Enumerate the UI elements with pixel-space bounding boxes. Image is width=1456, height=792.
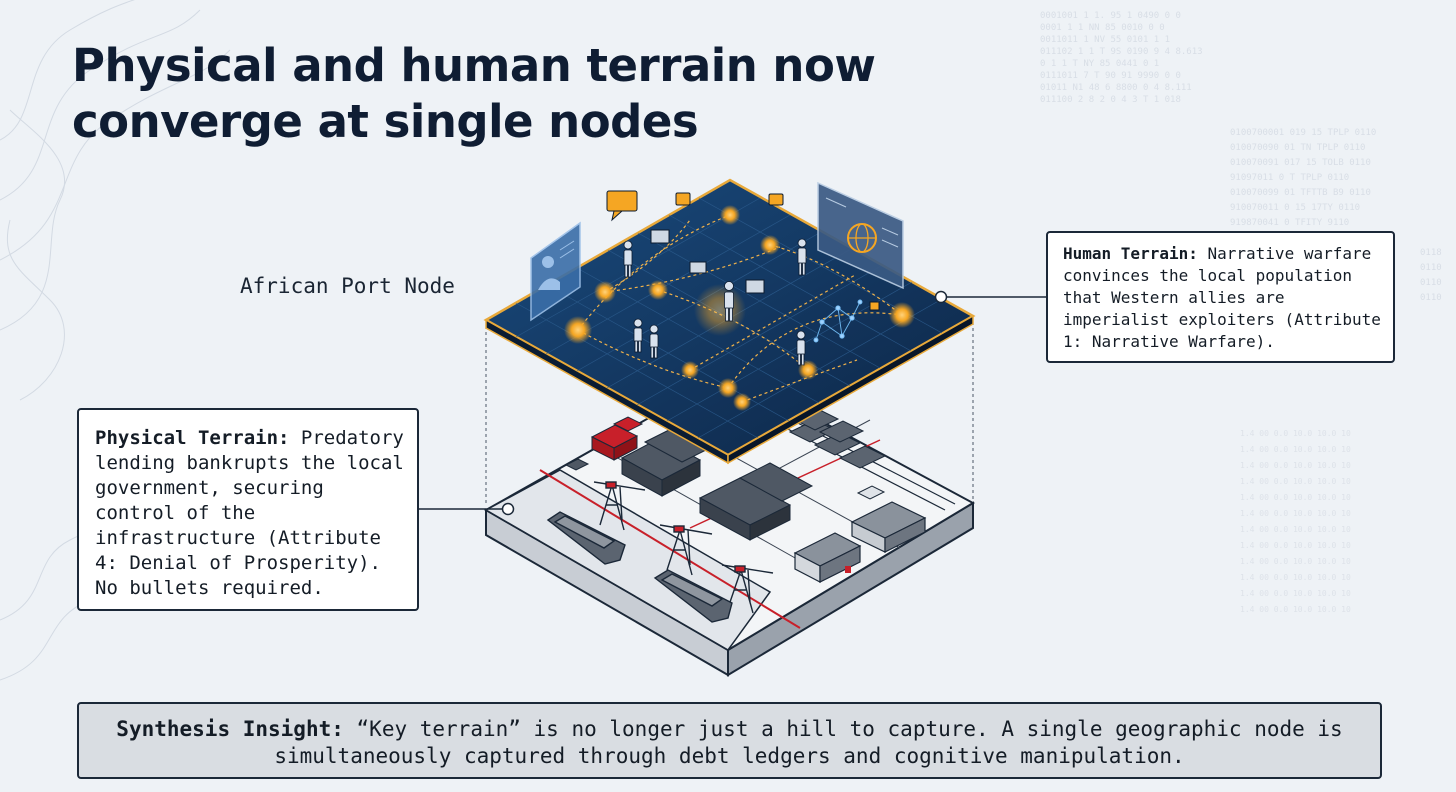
- svg-text:0011011 1 NV 55 0101 1: 0011011 1 NV 55 0101 1 1: [1040, 35, 1170, 45]
- synthesis-lead: Synthesis Insight:: [116, 717, 344, 741]
- speech-bubble-icon: [606, 190, 880, 311]
- port-base: [483, 370, 976, 677]
- svg-text:0118: 0118: [1420, 248, 1442, 258]
- callout-connectors: [419, 296, 1046, 510]
- synthesis-body: “Key terrain” is no longer just a hill t…: [274, 717, 1343, 768]
- svg-text:0110: 0110: [1420, 263, 1442, 273]
- svg-text:1.4 00 0.0 10.0 10.0 10: 1.4 00 0.0 10.0 10.0 10: [1240, 557, 1351, 566]
- human-terrain-callout: Human Terrain: Narrative warfare convinc…: [1046, 231, 1395, 363]
- svg-text:0110: 0110: [1420, 278, 1442, 288]
- svg-text:1.4 00 0.0 10.0 10.0 10: 1.4 00 0.0 10.0 10.0 10: [1240, 605, 1351, 614]
- svg-text:0110: 0110: [1420, 293, 1442, 303]
- warehouse-icon: [793, 501, 927, 583]
- svg-text:01011 N1 48 6 8800 0 4 8: 01011 N1 48 6 8800 0 4 8.111: [1040, 83, 1192, 93]
- glow-nodes: [564, 205, 915, 411]
- svg-text:919870041 0 TFITY 9110: 919870041 0 TFITY 9110: [1230, 218, 1349, 228]
- synthesis-insight-box: Synthesis Insight: “Key terrain” is no l…: [77, 702, 1382, 779]
- svg-text:1.4 00 0.0 10.0 10.0 10: 1.4 00 0.0 10.0 10.0 10: [1240, 445, 1351, 454]
- node-label: African Port Node: [240, 274, 455, 298]
- svg-text:0111011 7 T 90 91 9990 0 0: 0111011 7 T 90 91 9990 0 0: [1040, 71, 1181, 81]
- svg-text:1.4 00 0.0 10.0 10.0 10: 1.4 00 0.0 10.0 10.0 10: [1240, 429, 1351, 438]
- svg-text:1.4 00 0.0 10.0 10.0 10: 1.4 00 0.0 10.0 10.0 10: [1240, 493, 1351, 502]
- physical-terrain-lead: Physical Terrain:: [95, 427, 290, 449]
- globe-panel-icon: [817, 181, 904, 290]
- svg-text:011100 2 8 2 0 4 3 T 1 018: 011100 2 8 2 0 4 3 T 1 018: [1040, 95, 1181, 105]
- svg-text:0001001 1 1. 95 1 0490 0: 0001001 1 1. 95 1 0490 0 0: [1040, 11, 1181, 21]
- svg-text:1.4 00 0.0 10.0 10.0 10: 1.4 00 0.0 10.0 10.0 10: [1240, 573, 1351, 582]
- rail-cars: [788, 408, 887, 469]
- physical-terrain-callout: Physical Terrain: Predatory lending bank…: [77, 408, 419, 611]
- svg-text:011102 1 1 T 9S 0190 9 4: 011102 1 1 T 9S 0190 9 4 8.613: [1040, 47, 1203, 57]
- page-title: Physical and human terrain now converge …: [72, 39, 876, 148]
- human-terrain-anchor: [934, 290, 948, 304]
- human-terrain-lead: Human Terrain:: [1063, 244, 1198, 263]
- svg-text:91097011 0 T TPLP 0110: 91097011 0 T TPLP 0110: [1230, 173, 1349, 183]
- svg-text:910070011 0 15 17TY 0110: 910070011 0 15 17TY 0110: [1230, 203, 1360, 213]
- svg-text:0100700001 019 15 TPLP 0110: 0100700001 019 15 TPLP 0110: [1230, 128, 1376, 138]
- network-graph-icon: [813, 299, 863, 343]
- ship-icon: [546, 511, 733, 623]
- svg-text:1.4 00 0.0 10.0 10.0 10: 1.4 00 0.0 10.0 10.0 10: [1240, 461, 1351, 470]
- svg-text:0 1 1 T NY 85 0441 0 1: 0 1 1 T NY 85 0441 0 1: [1040, 59, 1159, 69]
- svg-text:1.4 00 0.0 10.0 10.0 10: 1.4 00 0.0 10.0 10.0 10: [1240, 541, 1351, 550]
- person-icon: [623, 238, 807, 366]
- human-terrain-body: Narrative warfare convinces the local po…: [1063, 244, 1381, 351]
- red-containers: [590, 416, 644, 461]
- svg-text:1.4 00 0.0 10.0 10.0 10: 1.4 00 0.0 10.0 10.0 10: [1240, 525, 1351, 534]
- svg-text:0001 1 1 NN 85 0010 0: 0001 1 1 NN 85 0010 0 0: [1040, 23, 1165, 33]
- crane-icon: [593, 481, 774, 614]
- container-stack-icon: [620, 426, 814, 541]
- svg-text:010070099 01 TFTTB B9 0110: 010070099 01 TFTTB B9 0110: [1230, 188, 1371, 198]
- svg-text:010070090 01 TN TPLP 0110: 010070090 01 TN TPLP 0110: [1230, 143, 1365, 153]
- svg-text:010070091 017 15 TOLB 0110: 010070091 017 15 TOLB 0110: [1230, 158, 1371, 168]
- svg-text:1.4 00 0.0 10.0 10.0 10: 1.4 00 0.0 10.0 10.0 10: [1240, 589, 1351, 598]
- physical-terrain-anchor: [501, 502, 515, 516]
- svg-text:1.4 00 0.0 10.0 10.0 10: 1.4 00 0.0 10.0 10.0 10: [1240, 509, 1351, 518]
- physical-terrain-body: Predatory lending bankrupts the local go…: [95, 427, 404, 599]
- profile-panel-icon: [530, 221, 581, 322]
- svg-text:1.4 00 0.0 10.0 10.0 10: 1.4 00 0.0 10.0 10.0 10: [1240, 477, 1351, 486]
